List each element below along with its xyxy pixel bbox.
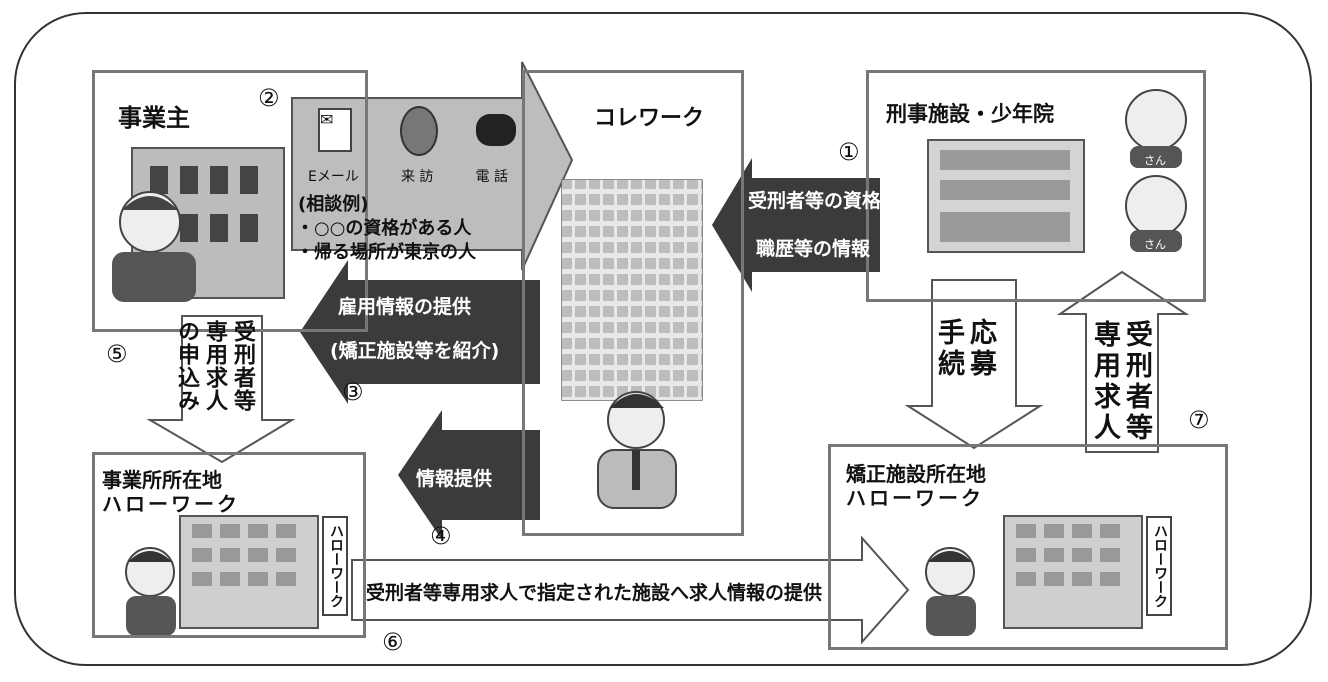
office-tower-icon xyxy=(561,179,703,401)
employ-number: ③ xyxy=(342,378,364,406)
jobs-number: ⑦ xyxy=(1188,406,1210,434)
hellowork-left-staff-icon xyxy=(125,547,176,636)
consult-example-line-2: ・帰る場所が東京の人 xyxy=(296,242,476,263)
employer-number: ② xyxy=(258,84,280,112)
employer-box xyxy=(92,70,368,332)
employment-info-arrow xyxy=(300,260,540,404)
apply-arrow xyxy=(146,315,296,464)
hellowork-right-line-2: ハローワーク xyxy=(846,486,984,510)
bottom-arrow xyxy=(351,535,910,645)
employer-title: 事業主 xyxy=(118,104,190,132)
hellowork-right-box xyxy=(828,444,1228,650)
visitor-icon xyxy=(400,106,438,156)
apply-number: ⑤ xyxy=(106,340,128,368)
facility-title: 刑事施設・少年院 xyxy=(886,102,1054,126)
apply-arrow-text: 受刑者等専用求人の申込み xyxy=(174,320,255,412)
hellowork-right-staff-icon xyxy=(925,547,976,636)
corrework-title: コレワーク xyxy=(594,106,705,131)
hellowork-right-building-icon xyxy=(1003,515,1143,629)
consult-example-line-1: ・○○の資格がある人 xyxy=(296,218,472,239)
hellowork-right-line-1: 矯正施設所在地 xyxy=(846,462,986,486)
diagram-frame xyxy=(14,12,1312,666)
hellowork-left-box xyxy=(92,452,366,638)
hellowork-left-sign: ハローワーク xyxy=(322,516,348,616)
hellowork-left-line-2: ハローワーク xyxy=(102,492,240,516)
employ-arrow-line-1: 雇用情報の提供 xyxy=(338,296,472,318)
hellowork-left-building-icon xyxy=(179,515,319,629)
email-method: Eメール xyxy=(308,169,359,185)
facility-number: ① xyxy=(838,138,860,166)
consult-example-title: (相談例) xyxy=(298,194,369,215)
corrework-box xyxy=(522,70,744,536)
employer-person-icon xyxy=(112,191,196,302)
phone-icon xyxy=(476,114,516,146)
inmate-2-label: さん xyxy=(1144,238,1166,251)
jobs-arrow-text: 受刑者等専用求人 xyxy=(1089,320,1152,444)
consult-methods: Eメール 来 訪 電 話 xyxy=(308,166,508,186)
info-arrow xyxy=(712,158,880,292)
process-arrow-text: 応募手続 xyxy=(933,318,996,380)
bottom-number: ⑥ xyxy=(382,628,404,656)
info-arrow-line-2: 職歴等の情報 xyxy=(756,238,871,260)
info-arrow-line-1: 受刑者等の資格, xyxy=(748,190,889,212)
corrework-staff-icon xyxy=(597,391,677,509)
job-arrow xyxy=(1056,270,1190,453)
prison-building-icon xyxy=(927,139,1085,253)
hellowork-left-line-1: 事業所所在地 xyxy=(102,468,222,492)
employ-arrow-line-2: (矯正施設等を紹介) xyxy=(330,340,500,362)
hellowork-right-sign: ハローワーク xyxy=(1146,516,1172,616)
info-provision-arrow xyxy=(398,410,540,540)
inmate-1-icon xyxy=(1125,89,1187,168)
inmate-2-icon xyxy=(1125,175,1187,252)
phone-method: 電 話 xyxy=(475,169,508,185)
provide-arrow-label: 情報提供 xyxy=(416,468,493,490)
bottom-arrow-text: 受刑者等専用求人で指定された施設へ求人情報の提供 xyxy=(366,582,823,604)
visit-method: 来 訪 xyxy=(400,169,434,185)
inmate-1-label: さん xyxy=(1144,154,1166,167)
provide-number: ④ xyxy=(430,522,452,550)
mail-icon: ✉ xyxy=(318,108,352,152)
facility-box xyxy=(866,70,1206,302)
